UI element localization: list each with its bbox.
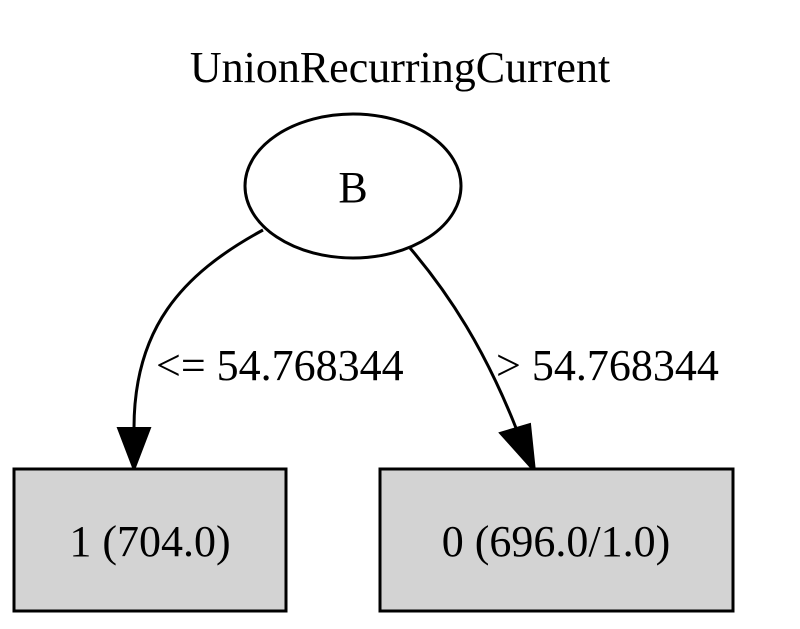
leaf-node-right-label: 0 (696.0/1.0): [442, 517, 671, 566]
leaf-node-left-label: 1 (704.0): [69, 517, 230, 566]
edge-right-label: > 54.768344: [496, 341, 719, 390]
edge-right-line: [408, 247, 518, 429]
leaf-node-right: 0 (696.0/1.0): [378, 467, 735, 613]
edge-right: > 54.768344: [408, 247, 719, 475]
graph-title: UnionRecurringCurrent: [190, 43, 610, 92]
edge-left-label: <= 54.768344: [156, 341, 404, 390]
root-node-ellipse: [243, 112, 463, 260]
leaf-node-left-box: [12, 467, 288, 613]
leaf-node-left: 1 (704.0): [12, 467, 288, 613]
edge-right-arrowhead: [498, 422, 537, 475]
edge-left-line: [132, 228, 264, 429]
root-node-label: B: [338, 163, 367, 212]
edge-left-arrowhead: [116, 427, 152, 473]
edge-left: <= 54.768344: [116, 228, 404, 473]
root-node: B: [243, 112, 463, 260]
leaf-node-right-box: [378, 467, 735, 613]
